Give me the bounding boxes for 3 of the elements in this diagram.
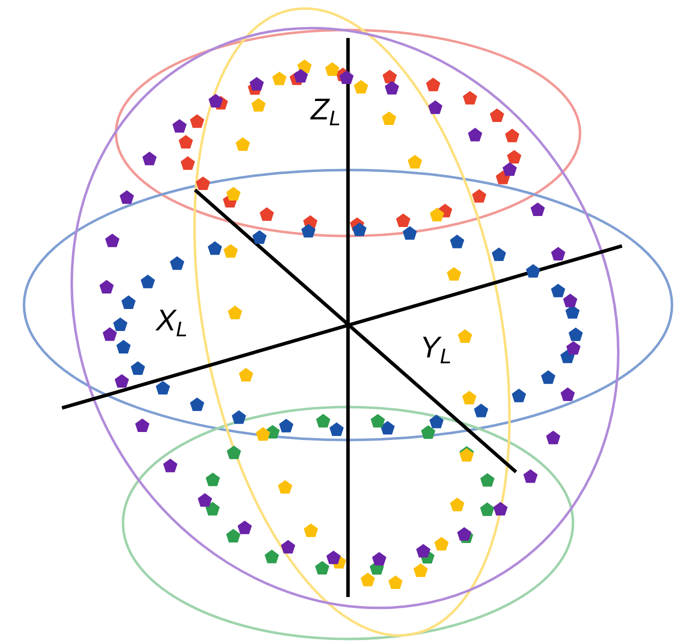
axis-label: Z$_{L}$ [310,98,342,126]
axis-label: X$_{L}$ [154,308,190,338]
axis-label: Y$_{L}$ [418,336,454,364]
